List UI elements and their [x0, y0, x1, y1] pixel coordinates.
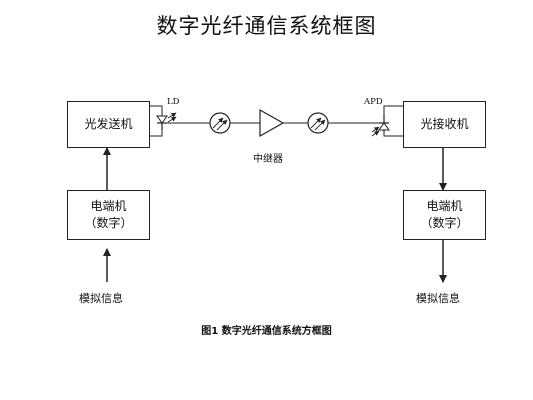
transmitter-label: 光发送机: [84, 117, 133, 131]
output-label: 模拟信息: [416, 292, 460, 305]
input-label: 模拟信息: [79, 292, 123, 305]
laser-diode-label: LD: [167, 97, 180, 107]
terminal-right-line2: （数字）: [420, 216, 469, 230]
terminal-left-line2: （数字）: [84, 216, 133, 230]
receiver-box: 光接收机: [403, 101, 486, 148]
repeater-label: 中继器: [253, 154, 283, 165]
fiber-coupler-icon: [209, 112, 231, 134]
photodiode-icon: [371, 114, 390, 137]
terminal-right-line1: 电端机: [426, 199, 463, 213]
terminal-left-box: 电端机 （数字）: [67, 190, 150, 240]
terminal-left-line1: 电端机: [90, 199, 127, 213]
transmitter-box: 光发送机: [67, 101, 150, 148]
photodiode-label: APD: [364, 97, 383, 107]
page-title: 数字光纤通信系统框图: [156, 14, 377, 38]
repeater-amplifier-icon: [259, 108, 285, 138]
terminal-right-box: 电端机 （数字）: [403, 190, 486, 240]
figure-caption: 图1 数字光纤通信系统方框图: [201, 326, 332, 337]
receiver-label: 光接收机: [420, 117, 469, 131]
laser-diode-icon: [156, 112, 177, 130]
fiber-coupler-icon: [307, 112, 329, 134]
